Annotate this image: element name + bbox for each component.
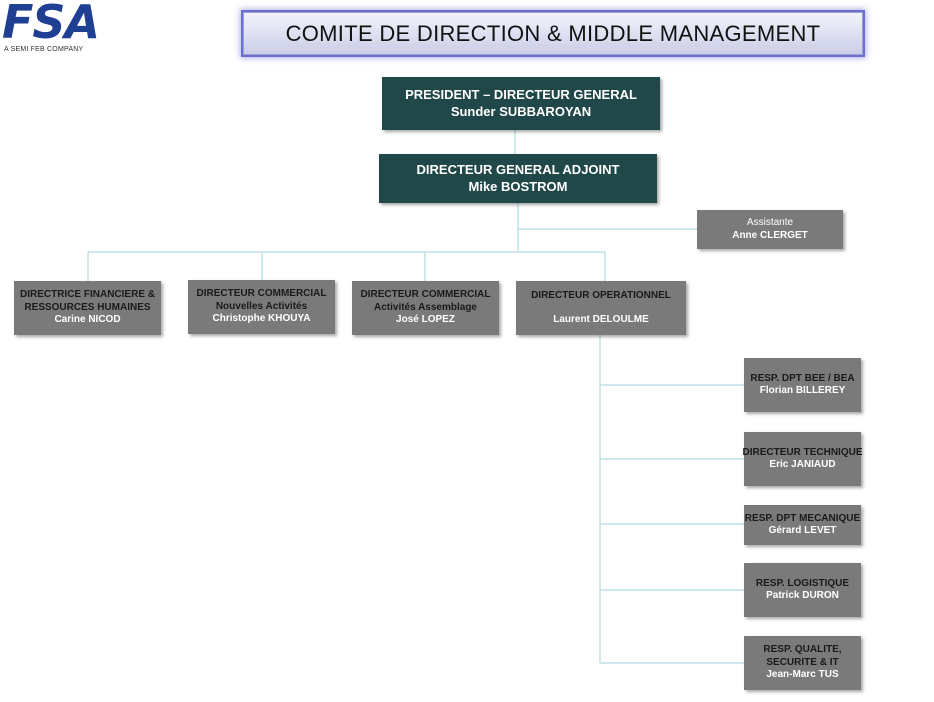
assistant-role: Assistante — [746, 217, 794, 228]
deputy-role: DIRECTEUR GENERAL ADJOINT — [416, 162, 620, 178]
director-name: Laurent DELOULME — [553, 314, 649, 325]
director-line1: DIRECTEUR OPERATIONNEL — [531, 289, 671, 301]
director-name: Carine NICOD — [54, 314, 121, 326]
ops-report-name: Jean-Marc TUS — [766, 669, 839, 681]
director-line1: DIRECTRICE FINANCIERE & — [19, 289, 155, 301]
deputy-name: Mike BOSTROM — [468, 178, 568, 194]
assistant-name: Anne CLERGET — [732, 229, 808, 241]
director-box-commercial-assembly: DIRECTEUR COMMERCIAL Activités Assemblag… — [352, 281, 499, 335]
director-line2: Activités Assemblage — [373, 301, 477, 313]
director-box-finance: DIRECTRICE FINANCIERE & RESSOURCES HUMAI… — [14, 281, 161, 335]
president-box: PRESIDENT – DIRECTEUR GENERAL Sunder SUB… — [382, 77, 660, 130]
ops-report-line1: DIRECTEUR TECHNIQUE — [742, 446, 863, 458]
ops-report-line1: RESP. DPT BEE / BEA — [750, 372, 855, 384]
ops-report-box-logistics: RESP. LOGISTIQUE Patrick DURON — [744, 563, 861, 617]
logo-tagline: A SEMI FEB COMPANY — [4, 46, 84, 53]
ops-report-name: Eric JANIAUD — [769, 459, 836, 470]
ops-report-line1: RESP. LOGISTIQUE — [755, 577, 850, 589]
ops-report-name: Patrick DURON — [766, 590, 839, 601]
director-line1: DIRECTEUR COMMERCIAL — [360, 289, 491, 301]
ops-report-name: Florian BILLEREY — [759, 385, 846, 396]
logo-mark: FSA — [2, 0, 100, 49]
ops-report-line2: SECURITE & IT — [766, 656, 839, 668]
ops-report-name: Gérard LEVET — [768, 525, 837, 536]
director-line1: DIRECTEUR COMMERCIAL — [196, 288, 327, 300]
president-role: PRESIDENT – DIRECTEUR GENERAL — [405, 87, 637, 103]
page-title: COMITE DE DIRECTION & MIDDLE MANAGEMENT — [285, 20, 821, 46]
director-line2: RESSOURCES HUMAINES — [24, 301, 151, 313]
director-line2: Nouvelles Activités — [215, 300, 308, 312]
ops-report-box-technical: DIRECTEUR TECHNIQUE Eric JANIAUD — [742, 432, 863, 486]
deputy-box: DIRECTEUR GENERAL ADJOINT Mike BOSTROM — [379, 154, 657, 203]
director-name: Christophe KHOUYA — [212, 313, 311, 325]
director-box-operations: DIRECTEUR OPERATIONNEL Laurent DELOULME — [516, 281, 686, 335]
director-box-commercial-new: DIRECTEUR COMMERCIAL Nouvelles Activités… — [188, 280, 335, 334]
ops-report-box-mechanical: RESP. DPT MECANIQUE Gérard LEVET — [744, 505, 861, 545]
company-logo: FSA A SEMI FEB COMPANY — [2, 0, 122, 58]
ops-report-line1: RESP. DPT MECANIQUE — [744, 512, 861, 524]
title-banner: COMITE DE DIRECTION & MIDDLE MANAGEMENT — [243, 12, 863, 55]
ops-report-box-quality: RESP. QUALITE, SECURITE & IT Jean-Marc T… — [744, 636, 861, 690]
ops-report-box-bee: RESP. DPT BEE / BEA Florian BILLEREY — [744, 358, 861, 412]
president-name: Sunder SUBBAROYAN — [450, 103, 592, 119]
director-name: José LOPEZ — [396, 314, 455, 326]
assistant-box: Assistante Anne CLERGET — [697, 210, 843, 249]
ops-report-line1: RESP. QUALITE, — [763, 644, 842, 656]
